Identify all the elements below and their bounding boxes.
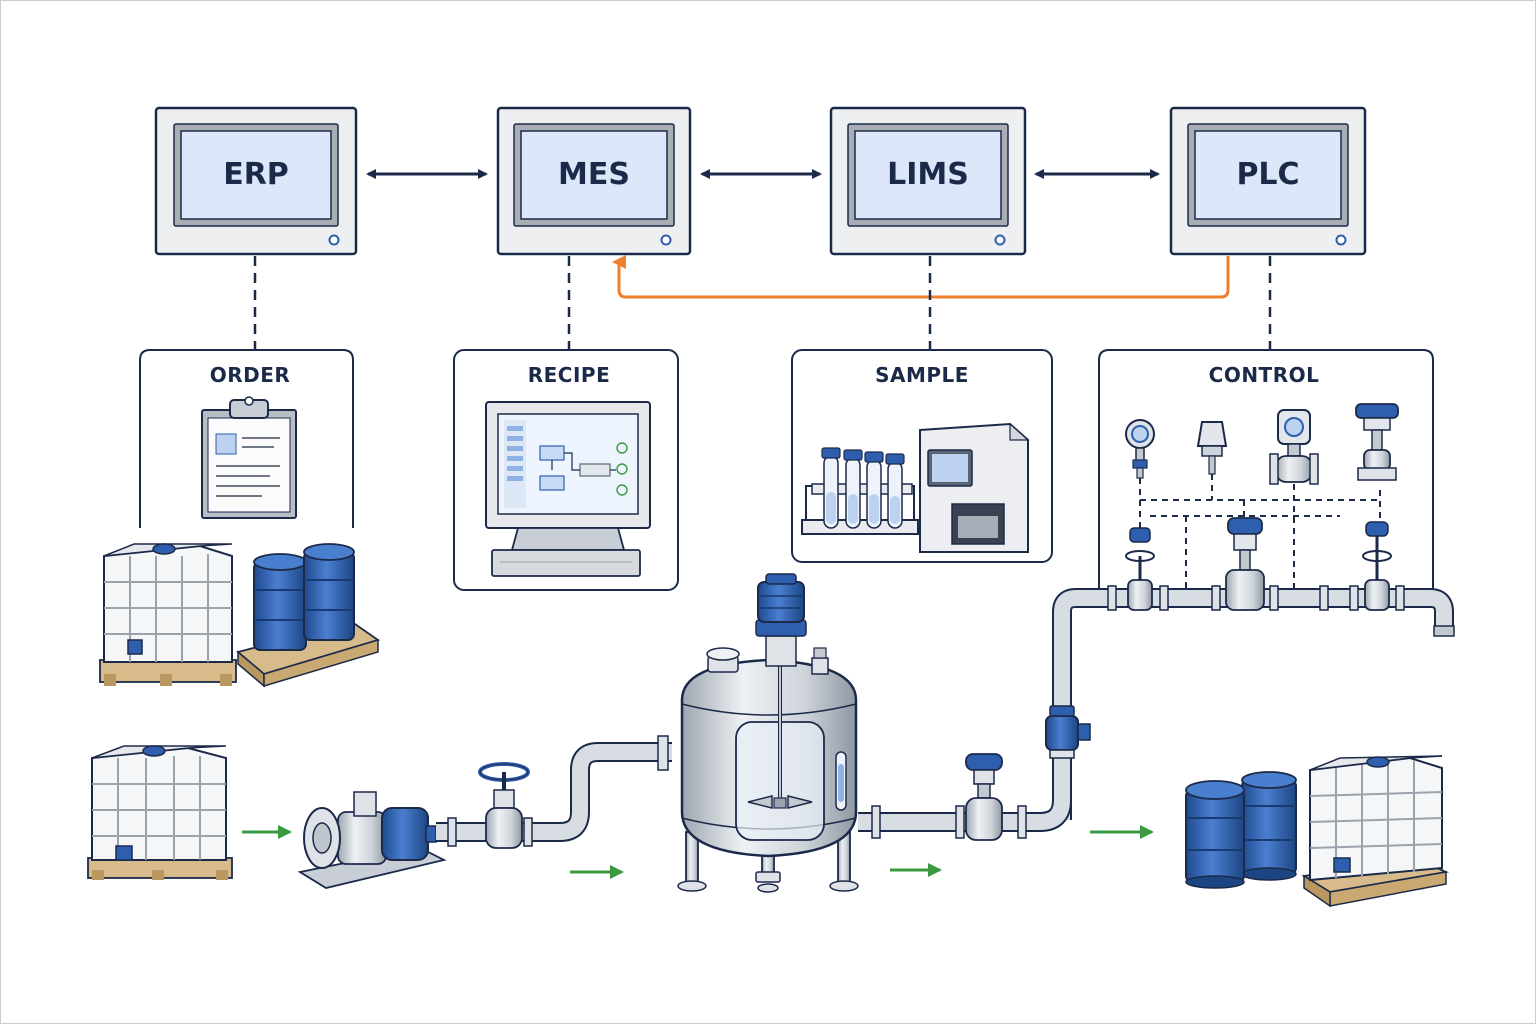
ibc-tote-upper	[99, 543, 237, 686]
pipe-reactor-outlet	[858, 740, 1072, 839]
clipboard-icon	[201, 396, 297, 519]
manual-valve-left	[1125, 527, 1155, 611]
pipe-pump-to-reactor	[436, 735, 672, 847]
monitor-mes	[496, 106, 692, 256]
monitor-plc	[1169, 106, 1367, 256]
recipe-panel-title: RECIPE	[527, 363, 611, 387]
pressure-transmitter-icon	[1125, 419, 1155, 479]
drum-pallet-upper	[236, 543, 381, 688]
output-drums	[1185, 771, 1297, 889]
sample-panel-title: SAMPLE	[875, 363, 969, 387]
ibc-tote-source	[87, 745, 233, 880]
order-panel-title: ORDER	[209, 363, 291, 387]
control-valve-center	[1225, 517, 1265, 611]
manual-valve-right	[1362, 521, 1392, 611]
recipe-screen-icon	[485, 401, 651, 577]
panel-control-frame	[1098, 349, 1434, 592]
monitor-erp	[154, 106, 358, 256]
control-panel-title: CONTROL	[1208, 363, 1320, 387]
control-valve-outlet	[965, 753, 1003, 841]
reactor-vessel	[677, 573, 859, 893]
manual-valve-feed	[478, 762, 530, 849]
control-signal-network	[1139, 474, 1381, 592]
inline-flow-valve	[1045, 705, 1091, 759]
control-valve-icon	[1355, 403, 1399, 481]
centrifugal-pump	[297, 791, 447, 889]
erp-label: ERP	[223, 157, 289, 192]
flowmeter-icon	[1269, 409, 1319, 485]
plc-label: PLC	[1236, 157, 1300, 192]
test-tubes-icon	[801, 447, 919, 535]
ibc-tote-output	[1301, 755, 1450, 908]
feedback-plc-to-mes	[612, 255, 1230, 299]
panel-order-frame	[139, 349, 354, 528]
lims-label: LIMS	[887, 157, 969, 192]
mes-label: MES	[558, 157, 630, 192]
analyzer-icon	[919, 422, 1030, 553]
temperature-sensor-icon	[1196, 421, 1228, 475]
monitor-lims	[829, 106, 1027, 256]
dashed-connectors	[253, 256, 1272, 350]
